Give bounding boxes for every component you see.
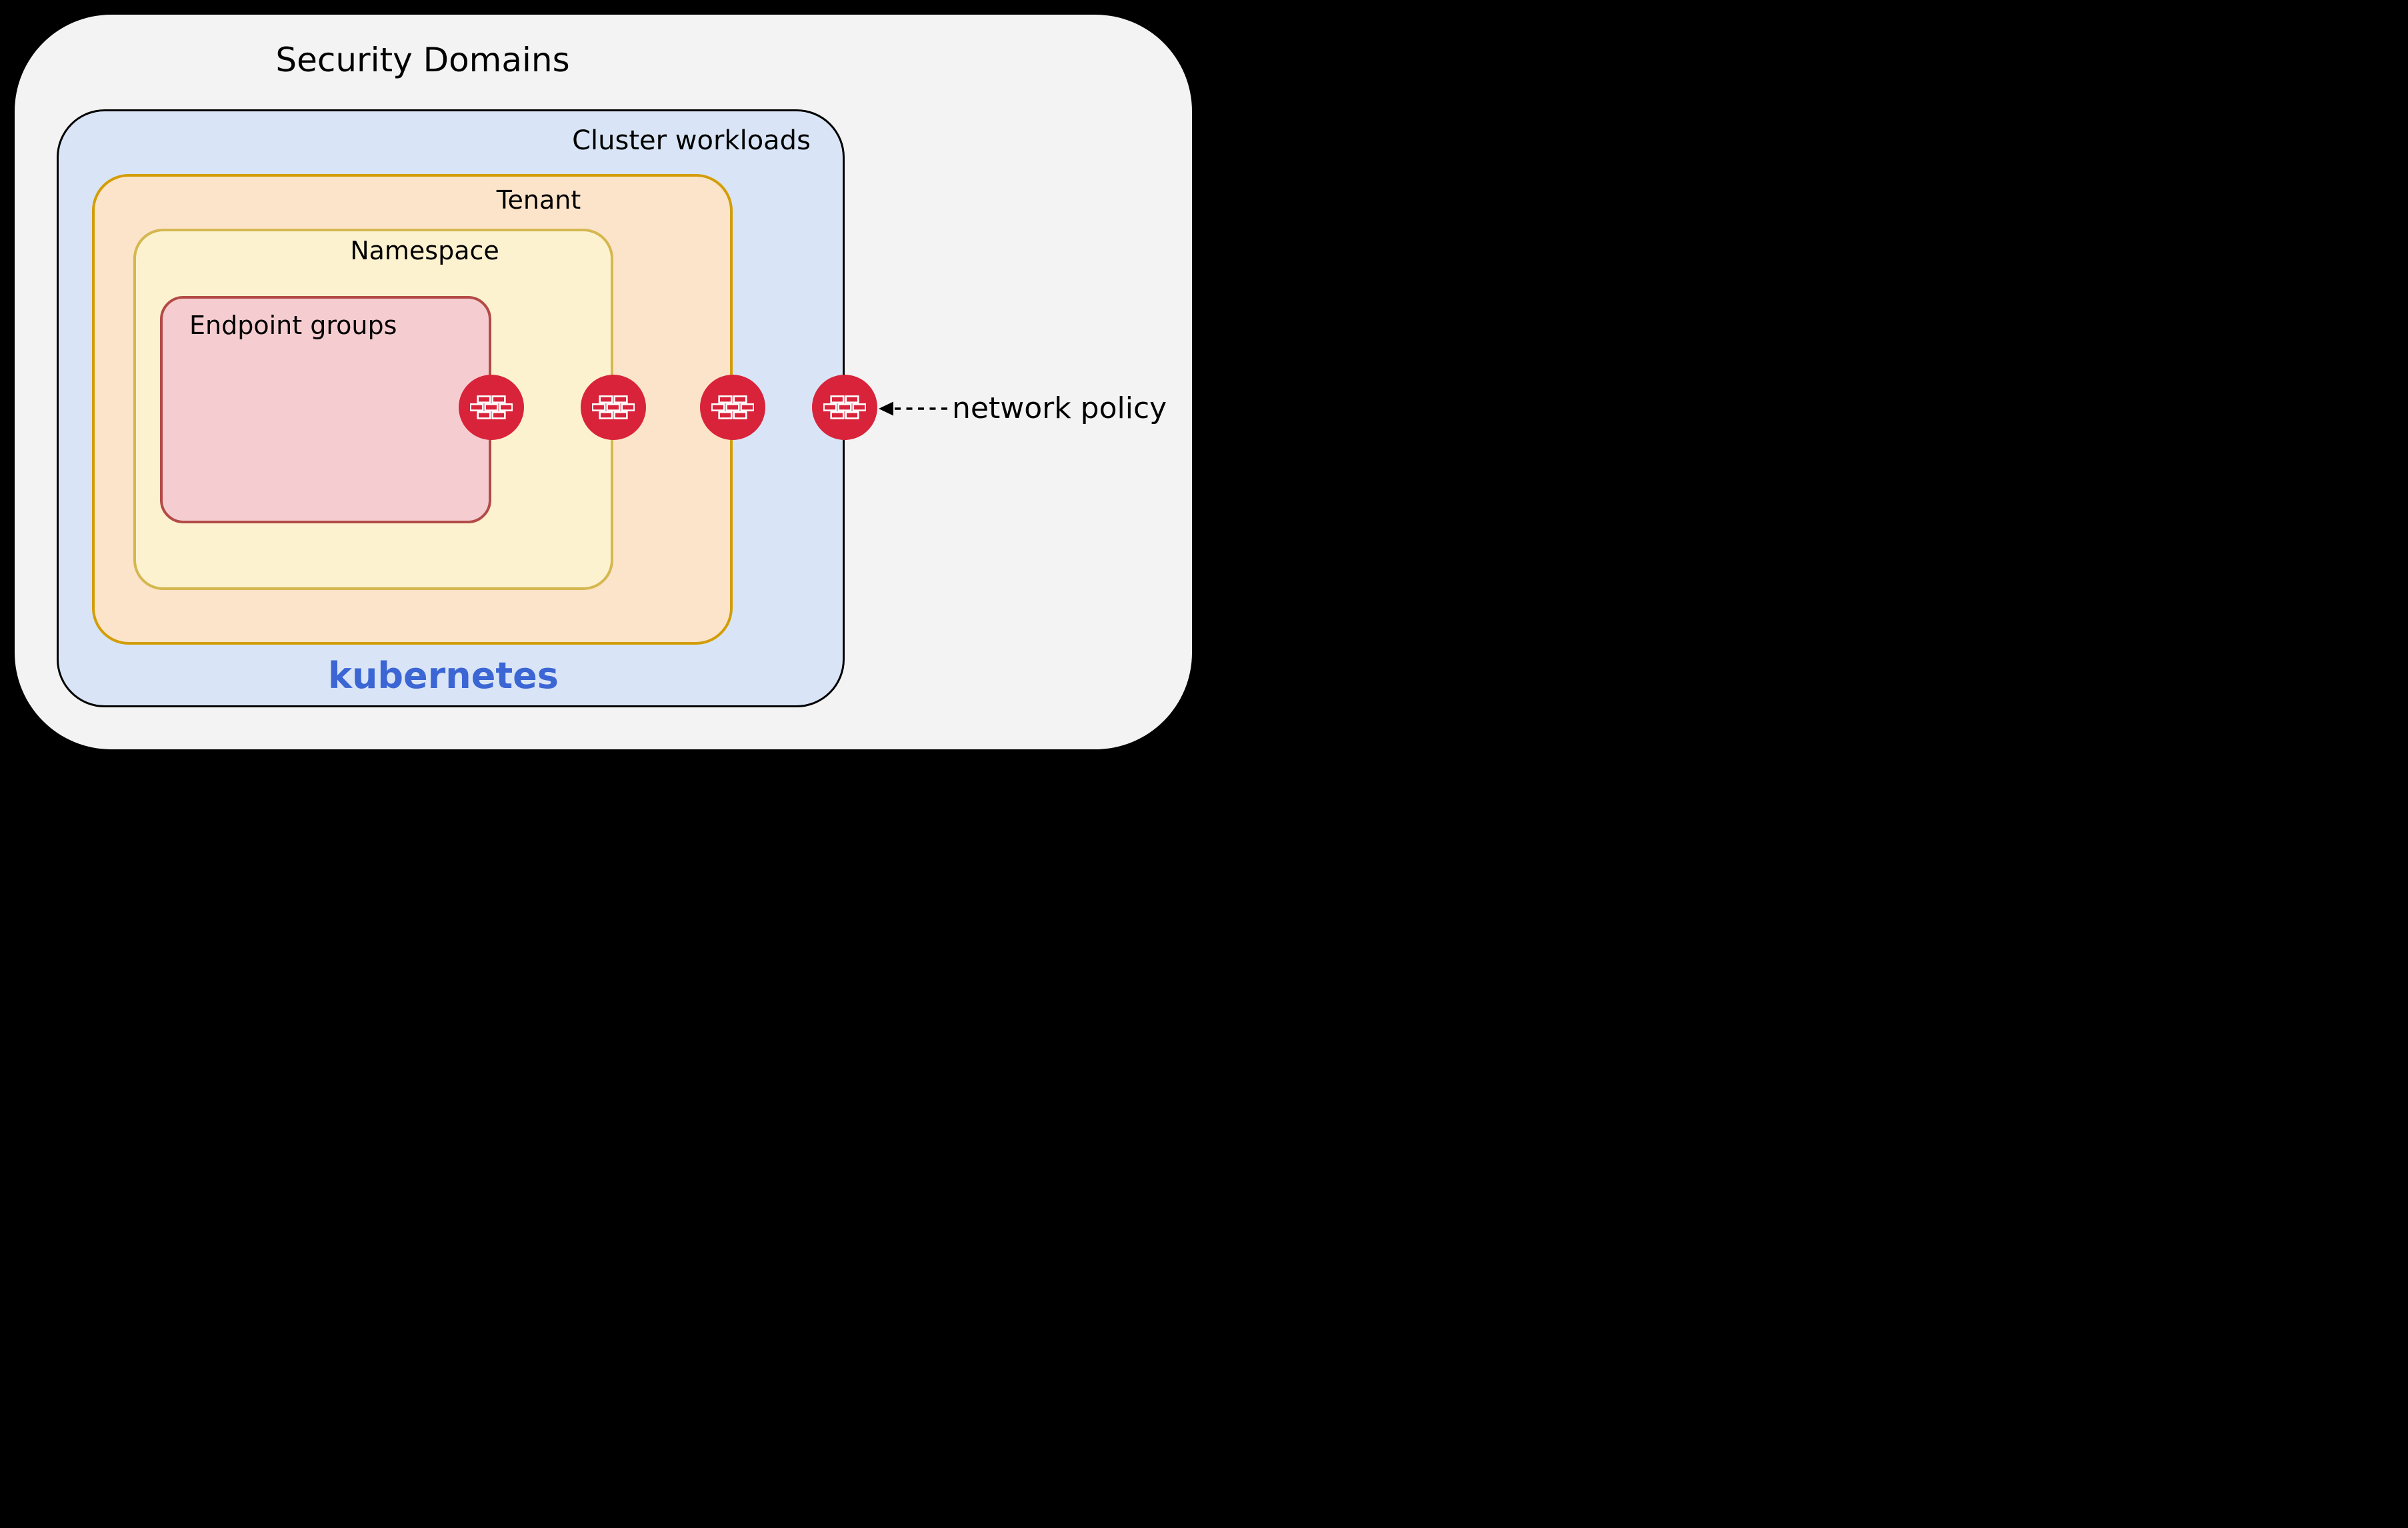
firewall-bricks-icon: [823, 395, 866, 419]
network-policy-label: network policy: [952, 391, 1167, 425]
firewall-circle-endpoint-boundary: [459, 375, 524, 440]
tenant-label: Tenant: [496, 185, 581, 215]
namespace-label: Namespace: [350, 236, 499, 265]
kubernetes-wordmark: kubernetes: [328, 655, 559, 697]
firewall-circle-cluster-boundary: [812, 375, 877, 440]
firewall-circle-tenant-boundary: [700, 375, 765, 440]
endpoint-groups-label: Endpoint groups: [189, 311, 397, 340]
cluster-workloads-label: Cluster workloads: [572, 125, 811, 156]
endpoint-groups-box: [160, 296, 491, 523]
security-domains-diagram: Security Domains Cluster workloads Tenan…: [0, 0, 1204, 764]
firewall-bricks-icon: [470, 395, 513, 419]
firewall-bricks-icon: [711, 395, 754, 419]
page-title: Security Domains: [275, 41, 570, 79]
firewall-bricks-icon: [592, 395, 635, 419]
firewall-circle-namespace-boundary: [581, 375, 646, 440]
network-policy-arrow-icon: [877, 400, 952, 417]
